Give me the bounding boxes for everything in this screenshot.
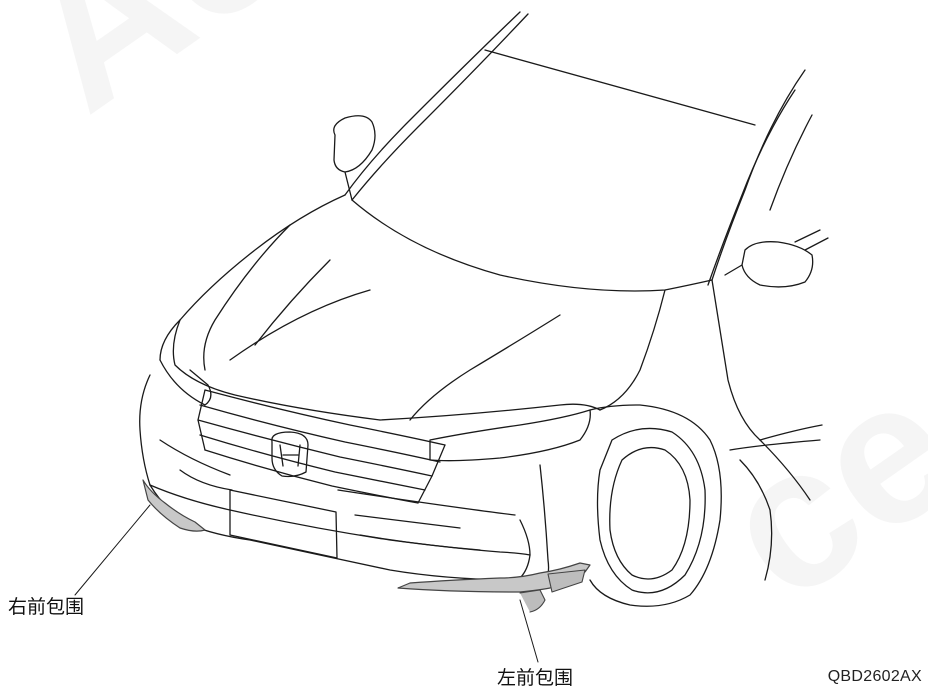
right-side-mirror [724,229,829,288]
front-fender-and-wheel [589,279,823,607]
license-plate [229,489,338,559]
front-emblem [271,431,309,478]
leader-lines [74,504,539,663]
hood [172,194,713,421]
roof-and-windshield [344,11,813,286]
headlights [159,319,591,462]
front-grille [197,389,446,504]
right-front-bumper-part [142,479,206,532]
left-side-mirror [333,115,376,201]
figure-code: QBD2602AX [827,668,922,685]
right-front-bumper-label: 右前包围 [8,596,85,618]
left-front-bumper-label: 左前包围 [497,667,574,689]
left-front-bumper-part [397,562,591,613]
